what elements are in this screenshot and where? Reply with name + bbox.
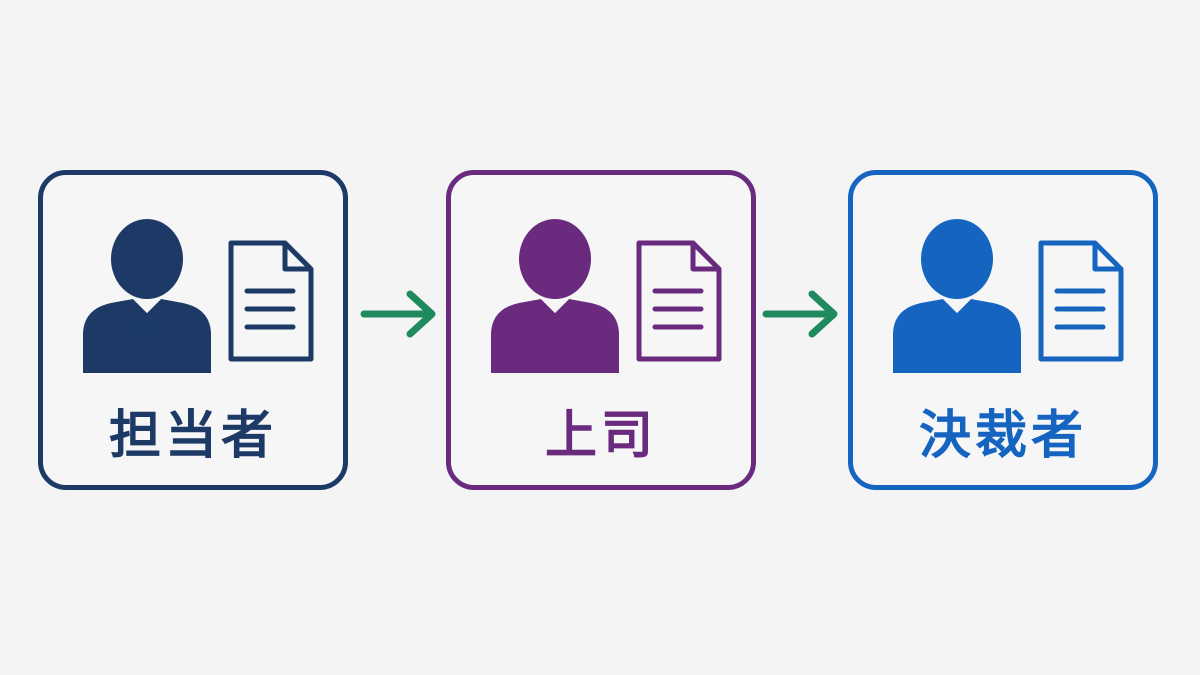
arrow-right-icon — [762, 290, 838, 338]
document-icon — [636, 240, 722, 362]
businessperson-icon — [83, 219, 211, 373]
businessperson-icon — [893, 219, 1021, 373]
step-label: 決裁者 — [918, 406, 1087, 466]
step-card-tantousha: 担当者 — [38, 170, 348, 490]
document-icon — [228, 240, 314, 362]
step-label: 担当者 — [108, 406, 277, 466]
businessperson-icon — [491, 219, 619, 373]
step-label: 上司 — [544, 406, 657, 466]
arrow-right-icon — [360, 290, 436, 338]
document-icon — [1038, 240, 1124, 362]
step-card-joushi: 上司 — [446, 170, 756, 490]
step-card-kessaisha: 決裁者 — [848, 170, 1158, 490]
